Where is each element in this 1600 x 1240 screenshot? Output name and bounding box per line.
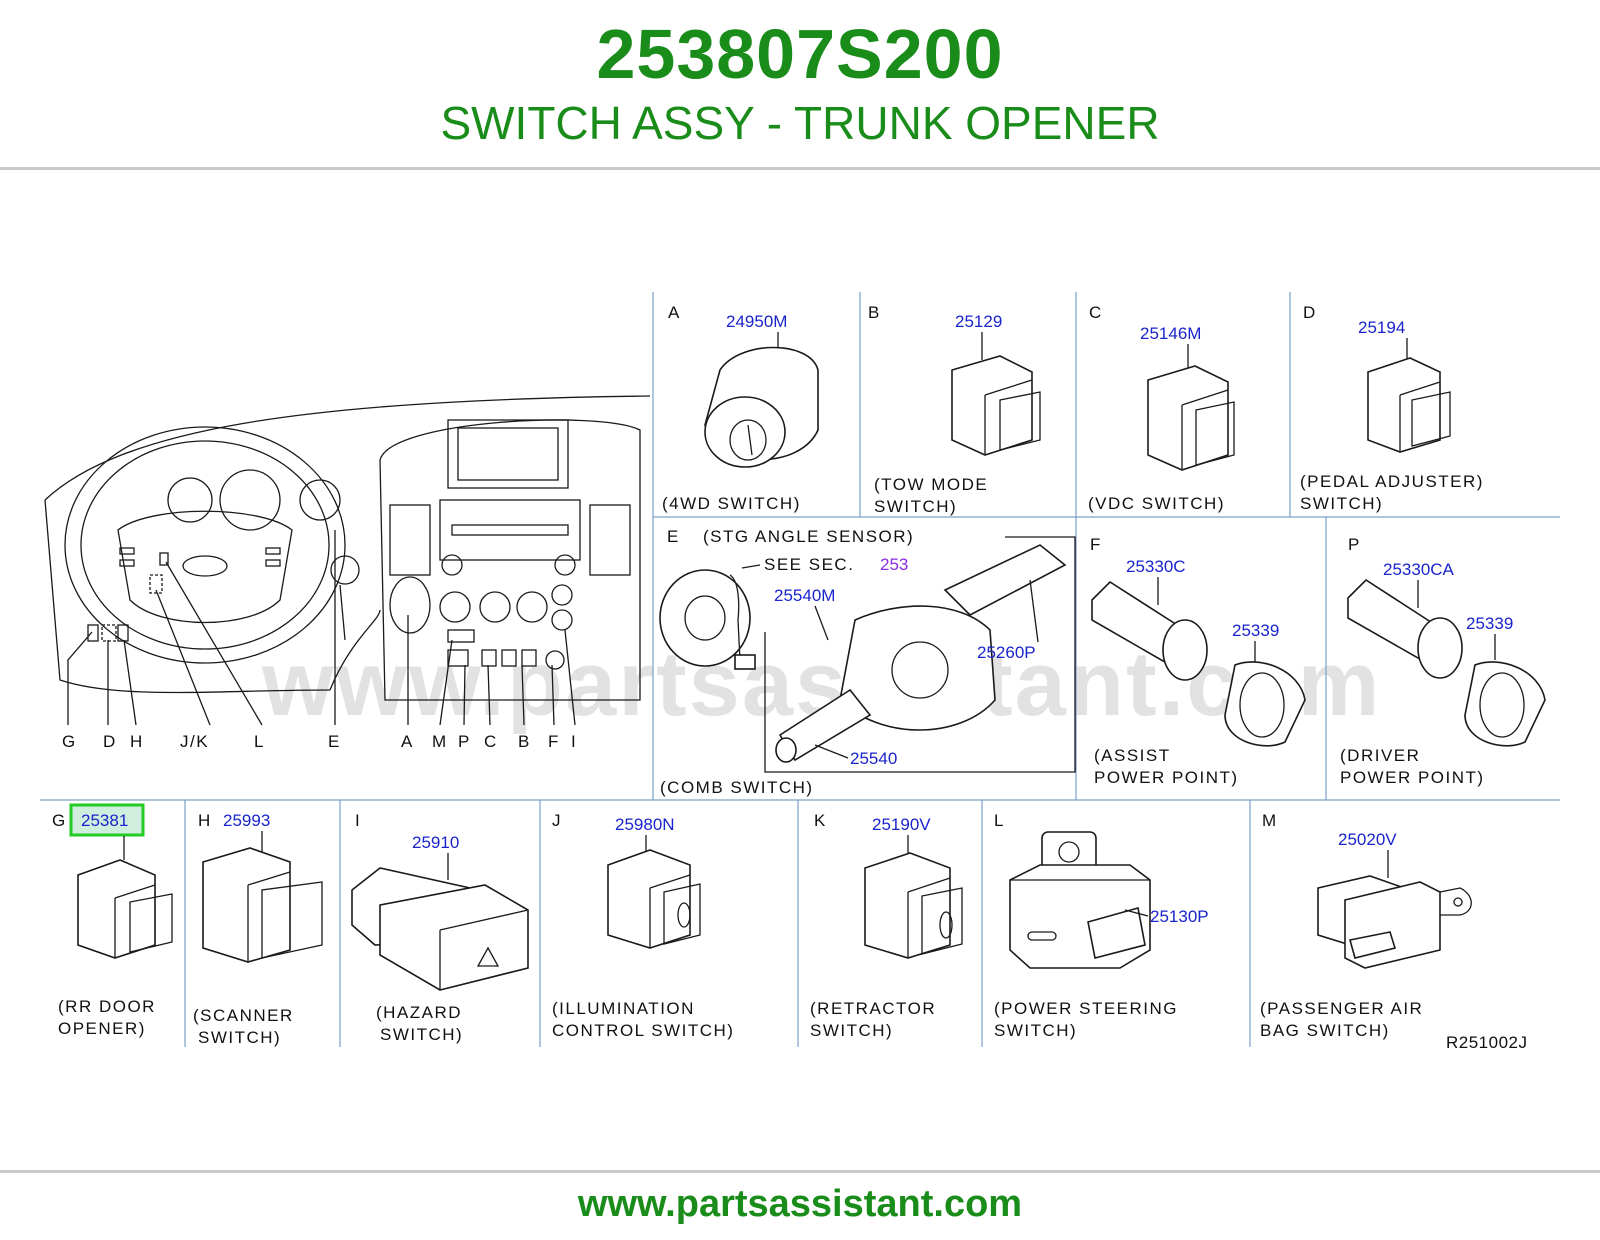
- panel-m-letter: M: [1262, 811, 1278, 830]
- panel-p-caption-1: (DRIVER: [1340, 746, 1420, 765]
- panel-e-see-sec: SEE SEC.: [764, 555, 854, 574]
- panel-m-part-number: 25020V: [1338, 830, 1397, 849]
- panel-j-caption-2: CONTROL SWITCH): [552, 1021, 734, 1040]
- panel-i-caption-1: (HAZARD: [376, 1003, 462, 1022]
- header-divider: [0, 167, 1600, 170]
- panel-b-letter: B: [868, 303, 881, 322]
- dash-label-a: A: [401, 732, 414, 751]
- dash-label-d: D: [103, 732, 117, 751]
- dash-label-f: F: [548, 732, 560, 751]
- panel-l-power-steering-switch: L 25130P (POWER STEERING SWITCH): [994, 811, 1209, 1040]
- panel-p-driver-power-point: P 25330CA 25339 (DRIVER POWER POINT): [1340, 535, 1546, 787]
- panel-i-caption-2: SWITCH): [380, 1025, 463, 1044]
- panel-f-assist-power-point: F 25330C 25339 (ASSIST POWER POINT): [1090, 535, 1306, 787]
- panel-d-letter: D: [1303, 303, 1317, 322]
- drawing-reference: R251002J: [1446, 1033, 1528, 1052]
- panel-c-part-number: 25146M: [1140, 324, 1201, 343]
- dash-label-m: M: [432, 732, 448, 751]
- panel-i-letter: I: [355, 811, 361, 830]
- panel-h-scanner-switch: H 25993 (SCANNER SWITCH): [193, 811, 323, 1047]
- panel-k-retractor-switch: K 25190V (RETRACTOR SWITCH): [810, 811, 963, 1040]
- panel-i-hazard-switch: I 25910 (HAZARD SWITCH): [351, 811, 529, 1044]
- panel-k-letter: K: [814, 811, 827, 830]
- panel-a-letter: A: [668, 303, 681, 322]
- panel-i-part-number: 25910: [412, 833, 459, 852]
- panel-d-caption-1: (PEDAL ADJUSTER): [1300, 472, 1484, 491]
- panel-m-passenger-air-bag-switch: M 25020V (PASSENGER AIR BAG SWITCH): [1260, 811, 1472, 1040]
- panel-k-part-number: 25190V: [872, 815, 931, 834]
- footer-divider: [0, 1170, 1600, 1173]
- panel-j-letter: J: [552, 811, 562, 830]
- dash-label-c: C: [484, 732, 498, 751]
- dash-label-jk: J/K: [180, 732, 209, 751]
- panel-l-letter: L: [994, 811, 1005, 830]
- panel-l-caption-2: SWITCH): [994, 1021, 1077, 1040]
- panel-b-tow-mode-switch: B 25129 (TOW MODE SWITCH): [868, 303, 1041, 516]
- panel-p-caption-2: POWER POINT): [1340, 768, 1485, 787]
- panel-b-part-number: 25129: [955, 312, 1002, 331]
- panel-d-part-number: 25194: [1358, 318, 1405, 337]
- panel-j-caption-1: (ILLUMINATION: [552, 999, 695, 1018]
- panel-d-pedal-adjuster-switch: D 25194 (PEDAL ADJUSTER) SWITCH): [1300, 303, 1484, 513]
- panel-l-part-25130p: 25130P: [1150, 907, 1209, 926]
- dash-label-l: L: [254, 732, 265, 751]
- panel-a-4wd-switch: A 24950M (4WD SWITCH): [662, 303, 819, 513]
- panel-m-caption-2: BAG SWITCH): [1260, 1021, 1390, 1040]
- dashboard-illustration: [44, 395, 651, 726]
- panel-k-caption-1: (RETRACTOR: [810, 999, 936, 1018]
- dash-label-p: P: [458, 732, 471, 751]
- panel-a-caption: (4WD SWITCH): [662, 494, 801, 513]
- panel-p-letter: P: [1348, 535, 1361, 554]
- panel-g-part-number[interactable]: 25381: [81, 811, 128, 830]
- panel-h-caption-2: SWITCH): [198, 1028, 281, 1047]
- highlight-box: [69, 803, 145, 837]
- panel-k-caption-2: SWITCH): [810, 1021, 893, 1040]
- panel-c-letter: C: [1089, 303, 1103, 322]
- panel-f-letter: F: [1090, 535, 1102, 554]
- panel-p-part-25330ca: 25330CA: [1383, 560, 1455, 579]
- panel-g-letter: G: [52, 811, 67, 830]
- panel-f-part-25339: 25339: [1232, 621, 1279, 640]
- panel-e-part-25540m: 25540M: [774, 586, 835, 605]
- panel-c-caption: (VDC SWITCH): [1088, 494, 1225, 513]
- panel-m-caption-1: (PASSENGER AIR: [1260, 999, 1423, 1018]
- footer-url[interactable]: www.partsassistant.com: [577, 1183, 1023, 1225]
- panel-d-caption-2: SWITCH): [1300, 494, 1383, 513]
- panel-j-part-number: 25980N: [615, 815, 675, 834]
- panel-a-part-number: 24950M: [726, 312, 787, 331]
- panel-g-rr-door-opener: G 25381 (RR DOOR OPENER): [52, 803, 173, 1038]
- panel-g-caption-1: (RR DOOR: [58, 997, 156, 1016]
- dashboard-letter-labels: G D H J/K L E A M P C B F I: [62, 732, 577, 751]
- panel-e-note: (STG ANGLE SENSOR): [703, 527, 914, 546]
- panel-e-part-25540: 25540: [850, 749, 897, 768]
- part-title: SWITCH ASSY - TRUNK OPENER: [440, 97, 1160, 149]
- panel-e-part-25260p: 25260P: [977, 643, 1036, 662]
- panel-l-caption-1: (POWER STEERING: [994, 999, 1178, 1018]
- part-number: 253807S200: [596, 15, 1004, 93]
- panel-f-part-25330c: 25330C: [1126, 557, 1186, 576]
- panel-e-comb-switch: E (STG ANGLE SENSOR) SEE SEC. 253 25540M…: [659, 527, 1076, 797]
- dash-label-g: G: [62, 732, 77, 751]
- panel-e-caption: (COMB SWITCH): [660, 778, 814, 797]
- panel-h-part-number: 25993: [223, 811, 270, 830]
- panel-f-caption-1: (ASSIST: [1094, 746, 1171, 765]
- dash-label-h: H: [130, 732, 144, 751]
- panel-grid: [40, 292, 1560, 1047]
- panel-h-letter: H: [198, 811, 212, 830]
- dash-label-e: E: [328, 732, 341, 751]
- panel-p-part-25339: 25339: [1466, 614, 1513, 633]
- panel-j-illumination-control-switch: J 25980N (ILLUMINATION CONTROL SWITCH): [552, 811, 734, 1040]
- panel-b-caption-1: (TOW MODE: [874, 475, 988, 494]
- panel-f-caption-2: POWER POINT): [1094, 768, 1239, 787]
- panel-h-caption-1: (SCANNER: [193, 1006, 294, 1025]
- panel-e-letter: E: [667, 527, 680, 546]
- panel-b-caption-2: SWITCH): [874, 497, 957, 516]
- panel-g-caption-2: OPENER): [58, 1019, 146, 1038]
- dash-label-i: I: [571, 732, 577, 751]
- dash-label-b: B: [518, 732, 531, 751]
- panel-e-sec-link[interactable]: 253: [880, 555, 908, 574]
- panel-c-vdc-switch: C 25146M (VDC SWITCH): [1088, 303, 1235, 513]
